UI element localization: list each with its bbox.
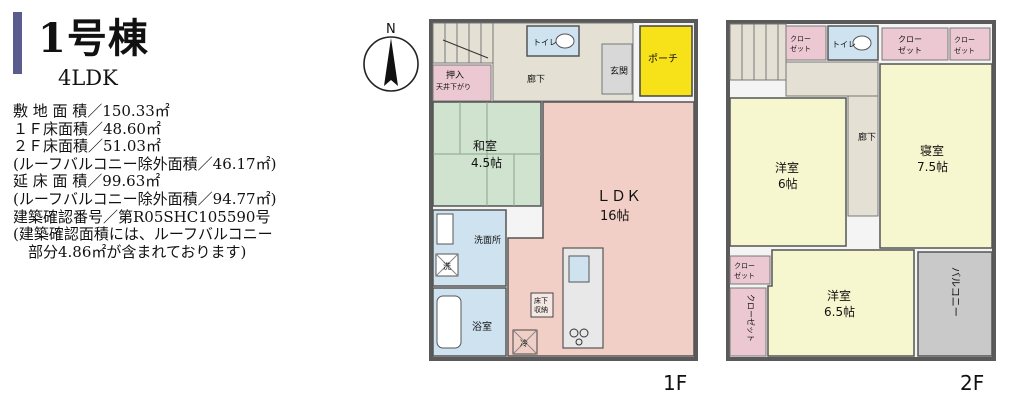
youshitsu65-size: 6.5帖 — [824, 304, 855, 319]
youshitsu6-size: 6帖 — [778, 176, 798, 191]
floor2-label: 2F — [960, 371, 984, 395]
senmen-label: 洗面所 — [474, 234, 501, 246]
shinshitsu-size: 7.5帖 — [917, 159, 948, 174]
bathtub-icon — [436, 295, 462, 349]
balcony-label: バルコニー — [949, 267, 961, 317]
bath-label: 浴室 — [472, 320, 492, 333]
washitsu-name: 和室 — [473, 138, 497, 153]
underfloor-label: 床下 — [534, 296, 548, 305]
closet-label-b: ゼット — [734, 271, 755, 280]
fridge-space — [512, 329, 538, 355]
stove-icon — [569, 328, 579, 338]
floor2-hallway — [785, 61, 879, 97]
fridge-label: 冷 — [520, 338, 528, 348]
spec-line: 延 床 面 積／99.63㎡ — [13, 172, 161, 191]
closet-label-b: ゼット — [790, 44, 811, 53]
floor1-hallway-label: 廊下 — [527, 73, 545, 85]
spec-line: １Ｆ床面積／48.60㎡ — [13, 119, 161, 138]
sink-icon — [568, 255, 590, 283]
building-title: 1号棟 — [38, 15, 149, 62]
floor1-genkan — [601, 43, 633, 95]
floor1-senmen: 洗 洗面所 — [432, 209, 507, 287]
floor1-washitsu: 和室 4.5帖 — [432, 101, 542, 207]
spec-line: 部分4.86㎡が含まれております) — [13, 242, 247, 261]
floor2-shinshitsu — [879, 63, 993, 249]
underfloor-storage — [530, 292, 554, 318]
spec-line: (建築確認面積には、ルーフバルコニー — [13, 225, 273, 244]
floor2-balcony — [917, 251, 993, 357]
oshiire-label: 押入 — [446, 69, 464, 81]
floor2-closet-5 — [729, 287, 767, 357]
floor2-closet-3 — [949, 27, 991, 61]
closet-label-a: クロー — [954, 36, 975, 44]
floor2-closet-1 — [785, 25, 827, 61]
spec-line: ２Ｆ床面積／51.03㎡ — [13, 137, 161, 156]
youshitsu65-name: 洋室 — [827, 288, 851, 303]
layout-type: 4LDK — [58, 66, 118, 90]
vertical-closet-label: クローゼット — [746, 294, 756, 342]
closet-label-a: クロー — [734, 262, 755, 270]
ldk-name: ＬＤＫ — [596, 187, 641, 205]
floor1-label: 1F — [663, 371, 687, 395]
floor2-youshitsu-65 — [767, 249, 915, 357]
spec-line: 敷 地 面 積／150.33㎡ — [13, 102, 170, 120]
compass-label: N — [386, 22, 396, 37]
floor2-closet-4 — [729, 255, 771, 285]
spec-list: 敷 地 面 積／150.33㎡ １Ｆ床面積／48.60㎡ ２Ｆ床面積／51.03… — [13, 102, 363, 261]
spec-line: (ルーフバルコニー除外面積／46.17㎡) — [13, 154, 277, 173]
shinshitsu-name: 寝室 — [920, 143, 944, 158]
basin-icon — [436, 213, 454, 245]
floor1-porch-label: ポーチ — [648, 53, 678, 65]
floor1-genkan-label: 玄関 — [610, 65, 628, 77]
closet-label-a: クロー — [898, 35, 922, 44]
floor2-closet-2 — [881, 27, 949, 61]
floor2-toilet-label: トイレ — [832, 40, 856, 49]
ldk-size: 16帖 — [600, 209, 630, 224]
floor2-hallway-label: 廊下 — [858, 131, 876, 143]
closet-label-b: ゼット — [898, 45, 922, 55]
compass-icon: N — [363, 22, 419, 92]
youshitsu6-name: 洋室 — [775, 160, 799, 175]
closet-label-a: クロー — [790, 35, 811, 43]
floor1-plan: UP 廊下 トイレ 玄関 ポーチ 押入 天井下がり 和室 4.5帖 — [429, 19, 698, 395]
floor2-youshitsu-6 — [729, 97, 847, 247]
spec-line: 建築確認番号／第R05SHC105590号 — [13, 207, 271, 226]
floor1-porch — [639, 25, 693, 97]
oshiire-sub-label: 天井下がり — [436, 82, 471, 91]
title-accent-bar — [13, 12, 22, 74]
floor2-plan: DN 廊下 クロー ゼット トイレ クロー ゼット クロー ゼット 洋室 6帖 … — [726, 20, 996, 395]
floor1-toilet-label: トイレ — [533, 38, 557, 47]
spec-line: (ルーフバルコニー除外面積／94.77㎡) — [13, 189, 277, 208]
washer-label: 洗 — [443, 261, 451, 271]
floor1-ldk: ＬＤＫ 16帖 床下 収納 冷 — [507, 101, 695, 357]
floor1-oshiire — [432, 64, 492, 102]
washitsu-size: 4.5帖 — [471, 155, 502, 170]
floor1-bath: 浴室 — [432, 287, 507, 357]
closet-label-b: ゼット — [954, 46, 975, 55]
underfloor-sub-label: 収納 — [534, 305, 548, 314]
